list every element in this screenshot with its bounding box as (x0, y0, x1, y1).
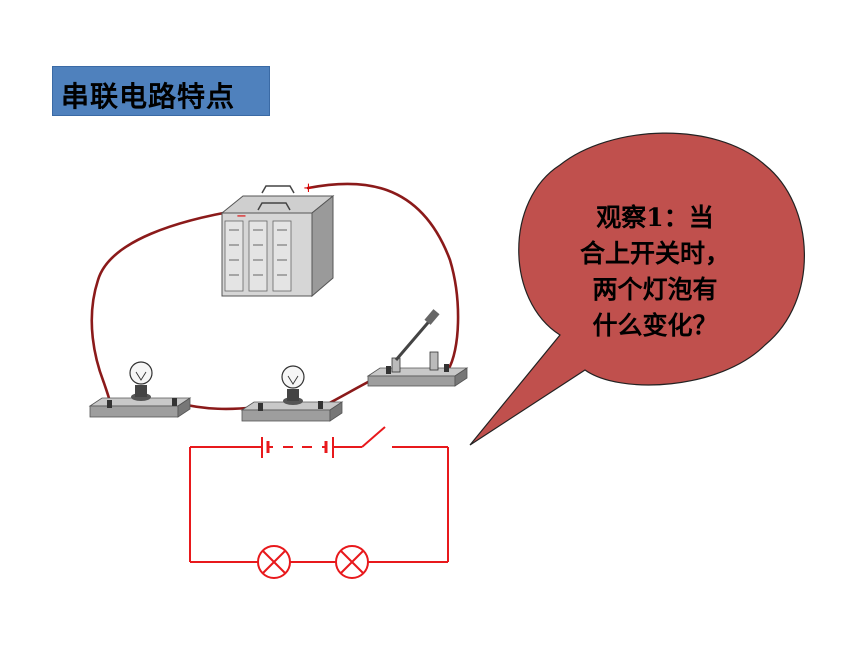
knife-switch (366, 309, 469, 387)
battery-pack: + − (220, 181, 335, 298)
battery-positive-mark: + (303, 181, 314, 196)
bubble-line-3: 两个灯泡有 (592, 275, 718, 304)
bubble-line-2: 合上开关时， (579, 239, 730, 268)
circuit-schematic (189, 426, 449, 579)
page-title: 串联电路特点 (61, 80, 236, 113)
bubble-line-1: 观察1：当 (596, 203, 714, 232)
bubble-line-4: 什么变化？ (592, 311, 718, 340)
battery-negative-mark: − (236, 209, 247, 224)
speech-bubble-text: 观察1：当 合上开关时， 两个灯泡有 什么变化？ (540, 200, 770, 344)
bulb-holder-left (88, 361, 192, 418)
bulb-holder-right (240, 365, 344, 422)
speech-bubble (469, 132, 805, 446)
title-banner: 串联电路特点 (52, 66, 270, 116)
